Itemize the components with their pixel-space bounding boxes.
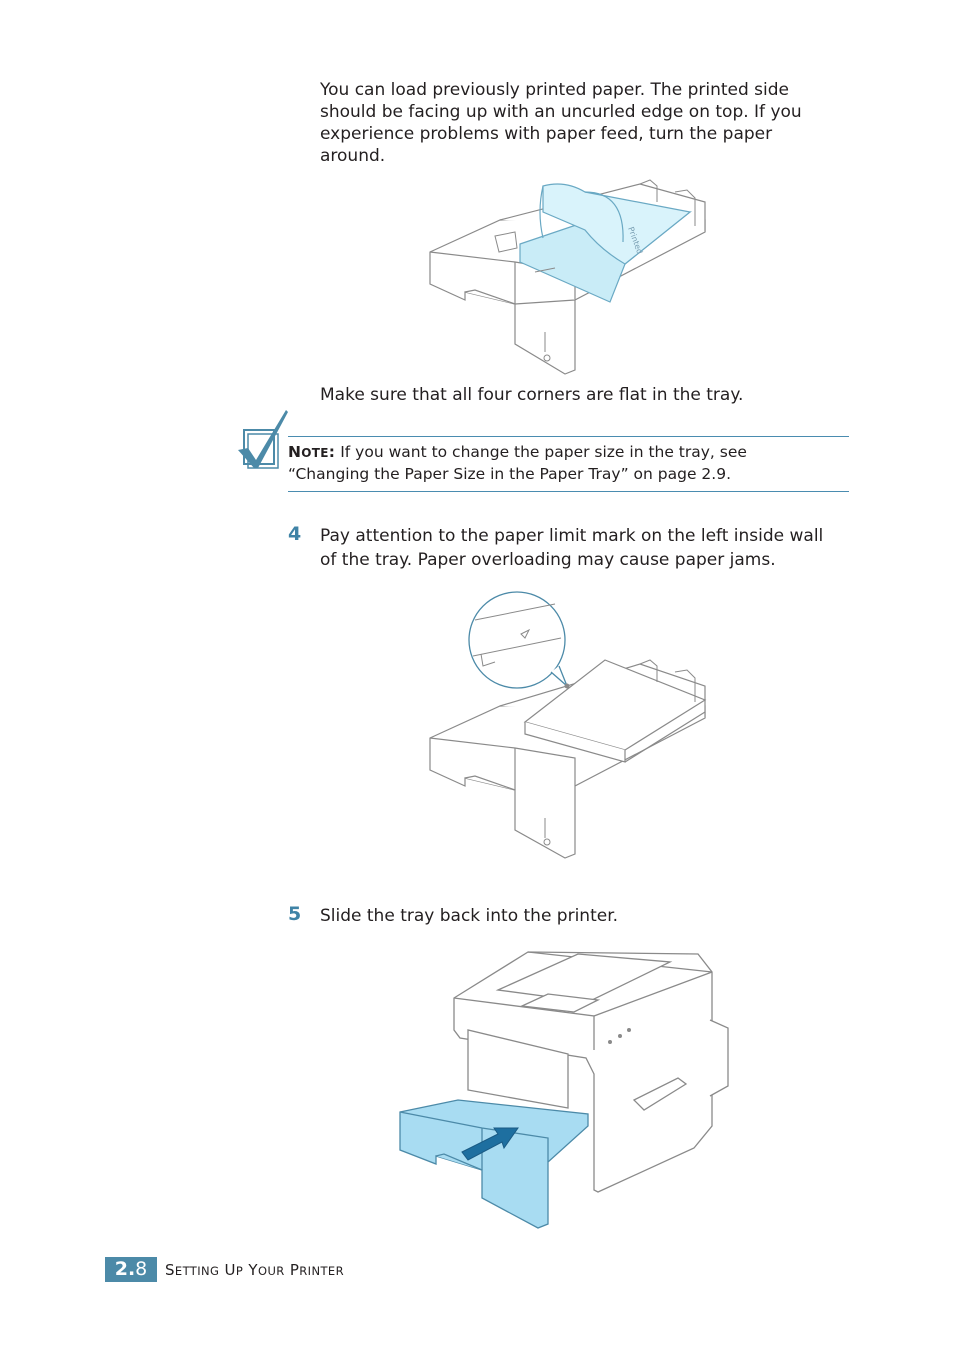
- step-4-text: Pay attention to the paper limit mark on…: [320, 524, 823, 572]
- intro-line: should be facing up with an uncurled edg…: [320, 102, 802, 122]
- note-text-line1: If you want to change the paper size in …: [340, 443, 747, 461]
- step-number: 5: [288, 903, 302, 925]
- intro-line: You can load previously printed paper. T…: [320, 80, 789, 100]
- step-5-text: Slide the tray back into the printer.: [320, 906, 619, 926]
- note-body: NOTE: If you want to change the paper si…: [288, 442, 849, 484]
- figure-printer-tray-insert: [398, 950, 730, 1232]
- note-label: NOTE:: [288, 443, 336, 461]
- page-major: 2.: [114, 1258, 136, 1280]
- note-text-line2: “Changing the Paper Size in the Paper Tr…: [288, 464, 731, 483]
- step-line: of the tray. Paper overloading may cause…: [320, 550, 776, 570]
- intro-line: experience problems with paper feed, tur…: [320, 124, 773, 144]
- step-number: 4: [288, 523, 302, 545]
- figure-tray-printed-paper: Printed: [425, 172, 715, 376]
- note-line: NOTE: If you want to change the paper si…: [288, 442, 849, 464]
- note-bottom-rule: [288, 491, 849, 492]
- flat-corners-text: Make sure that all four corners are flat…: [320, 385, 744, 405]
- page-number-badge: 2.8: [105, 1257, 157, 1282]
- intro-line: around.: [320, 146, 386, 166]
- step-line: Pay attention to the paper limit mark on…: [320, 526, 824, 546]
- intro-paragraph: You can load previously printed paper. T…: [320, 79, 802, 167]
- figure-paper-limit-mark: [425, 590, 715, 862]
- page-minor: 8: [135, 1258, 148, 1280]
- checkmark-note-icon: [236, 408, 292, 472]
- chapter-title: SETTING UP YOUR PRINTER: [165, 1261, 344, 1279]
- note-top-rule: [288, 436, 849, 437]
